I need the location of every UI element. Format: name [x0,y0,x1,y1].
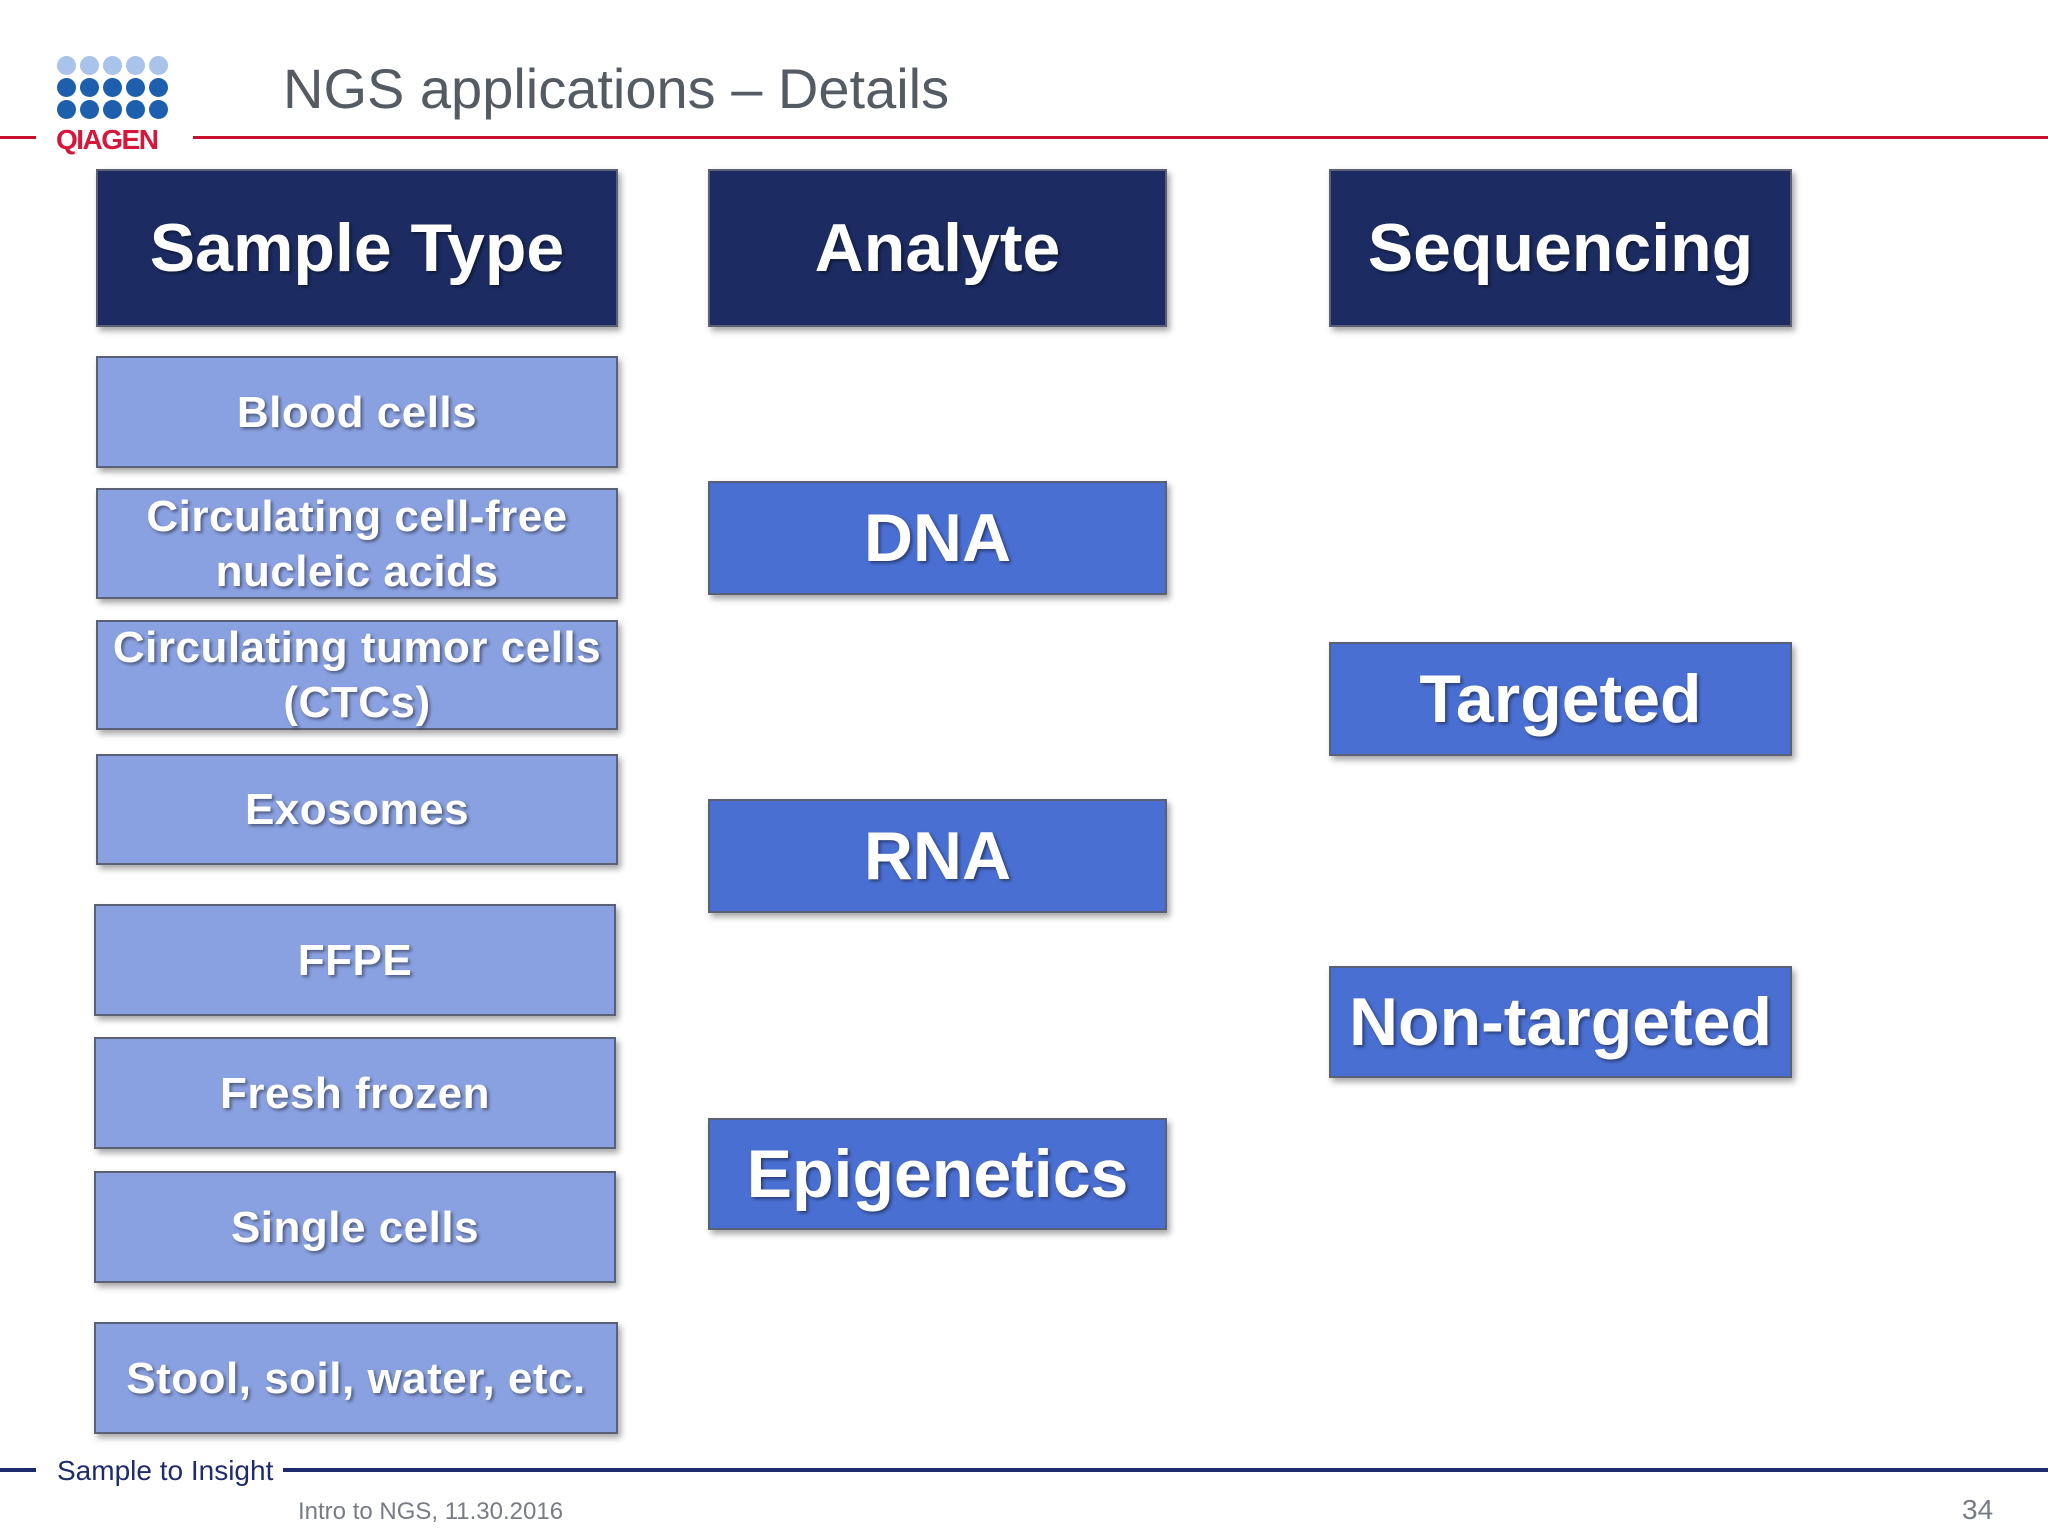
sequencing-targeted: Targeted [1329,642,1792,756]
logo-wordmark: QIAGEN [56,124,159,155]
sample-blood-cells: Blood cells [96,356,618,468]
analyte-epigenetics: Epigenetics [708,1118,1167,1230]
header-analyte: Analyte [708,169,1167,327]
footer-rule-left [0,1468,36,1472]
footer-rule [283,1468,2048,1472]
sample-stool-soil-water: Stool, soil, water, etc. [94,1322,618,1434]
header-rule-left [0,136,36,139]
analyte-dna: DNA [708,481,1167,595]
sample-exosomes: Exosomes [96,754,618,865]
analyte-rna: RNA [708,799,1167,913]
page-number: 34 [1962,1494,1994,1525]
sample-circulating-cell-free-nucleic-acids: Circulating cell-free nucleic acids [96,488,618,599]
qiagen-logo: QIAGEN [56,56,176,155]
sample-single-cells: Single cells [94,1171,616,1283]
sample-ffpe: FFPE [94,904,616,1016]
sequencing-non-targeted: Non-targeted [1329,966,1792,1078]
header-rule [193,136,2048,139]
footer-info: Intro to NGS, 11.30.2016 [298,1498,564,1525]
header-sample-type: Sample Type [96,169,618,327]
sample-circulating-tumor-cells: Circulating tumor cells (CTCs) [96,620,618,730]
footer-tagline: Sample to Insight [57,1455,274,1486]
header-sequencing: Sequencing [1329,169,1792,327]
sample-fresh-frozen: Fresh frozen [94,1037,616,1149]
page-title: NGS applications – Details [283,57,950,120]
